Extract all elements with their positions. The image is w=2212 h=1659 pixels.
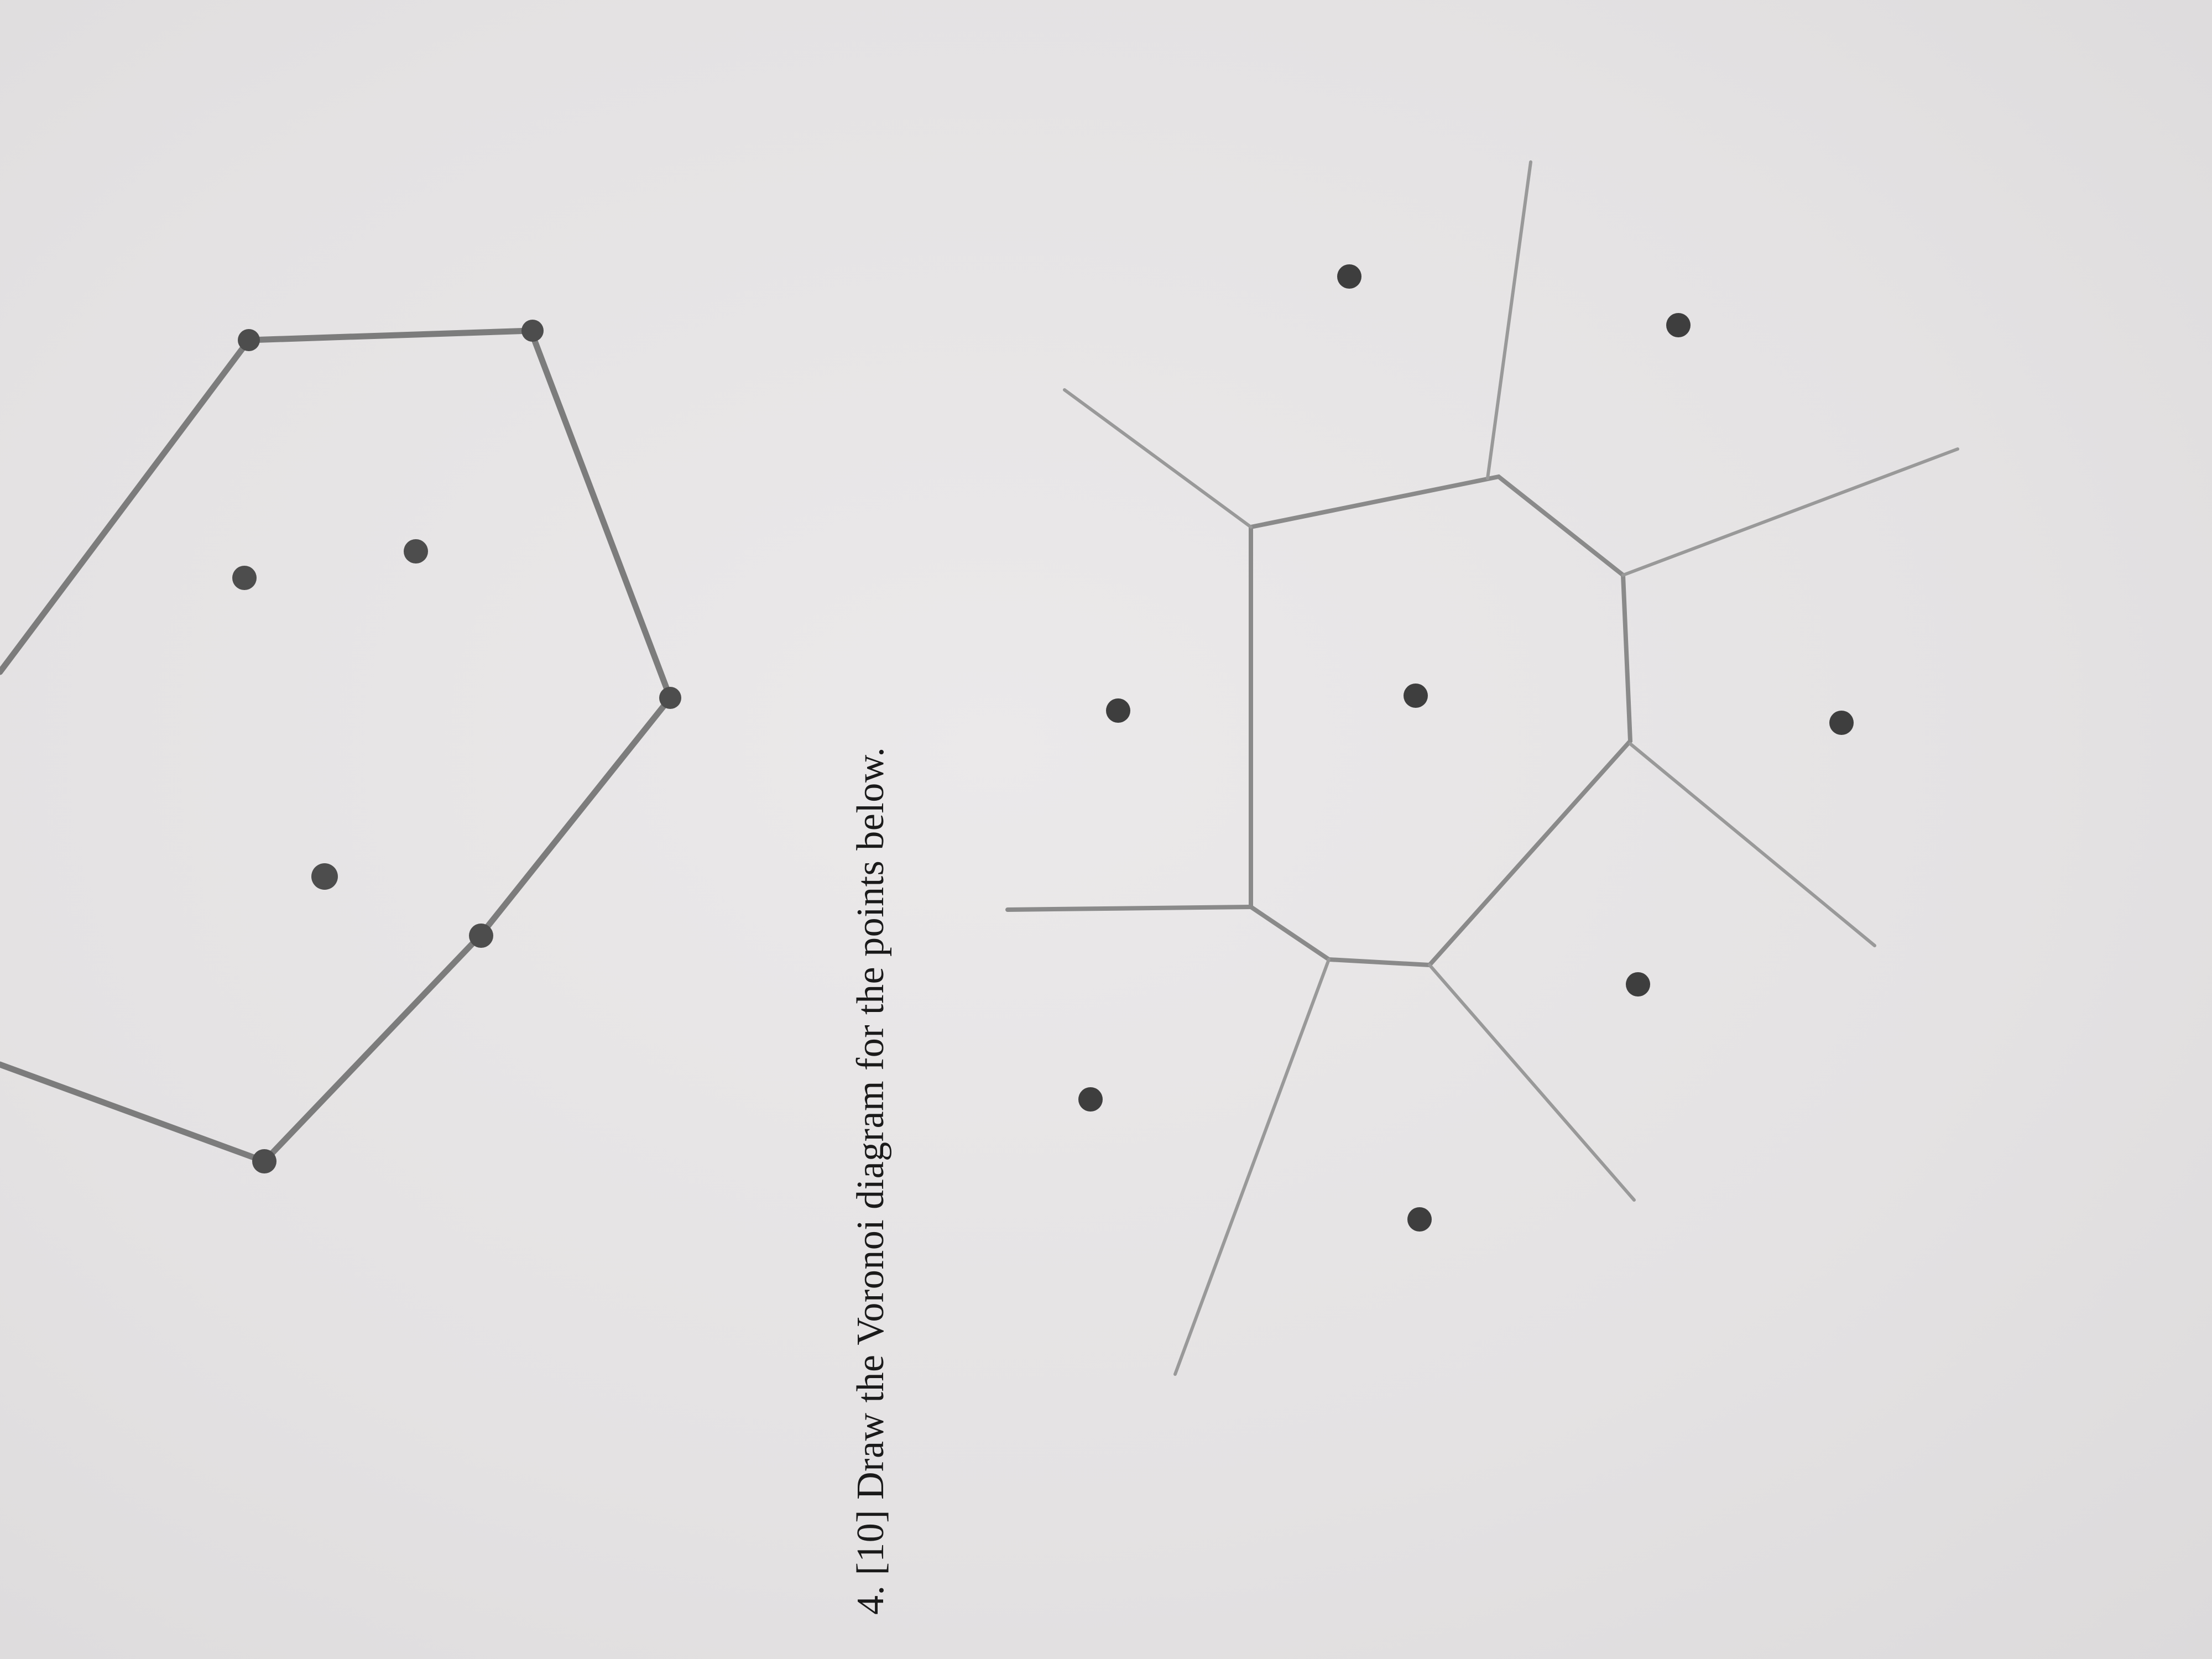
hull-vertex bbox=[521, 320, 544, 342]
convex-hull-figure bbox=[0, 320, 681, 1173]
voronoi-ray bbox=[1629, 742, 1876, 947]
voronoi-ray bbox=[1005, 905, 1253, 912]
voronoi-site bbox=[1078, 1087, 1103, 1112]
interior-point bbox=[232, 566, 257, 590]
hull-vertex bbox=[659, 687, 681, 709]
hull-vertex bbox=[238, 329, 260, 351]
voronoi-ray bbox=[1621, 447, 1959, 577]
voronoi-site bbox=[1106, 698, 1130, 723]
voronoi-ray bbox=[1428, 963, 1636, 1202]
voronoi-figure bbox=[1005, 160, 1959, 1376]
hull-vertex bbox=[252, 1149, 276, 1173]
voronoi-center-cell bbox=[1249, 474, 1633, 968]
voronoi-site bbox=[1404, 684, 1428, 708]
voronoi-site bbox=[1626, 972, 1650, 997]
voronoi-ray bbox=[1486, 160, 1532, 480]
voronoi-site bbox=[1666, 313, 1691, 337]
hull-boundary bbox=[0, 327, 674, 1165]
voronoi-site bbox=[1407, 1207, 1432, 1232]
interior-point bbox=[311, 863, 338, 890]
voronoi-site bbox=[1829, 711, 1854, 735]
voronoi-ray bbox=[1063, 388, 1253, 529]
hull-vertex bbox=[469, 924, 493, 948]
voronoi-site bbox=[1337, 264, 1361, 289]
interior-point bbox=[404, 539, 428, 564]
question-prompt: 4. [10] Draw the Voronoi diagram for the… bbox=[849, 747, 892, 1615]
voronoi-ray bbox=[1173, 958, 1331, 1376]
